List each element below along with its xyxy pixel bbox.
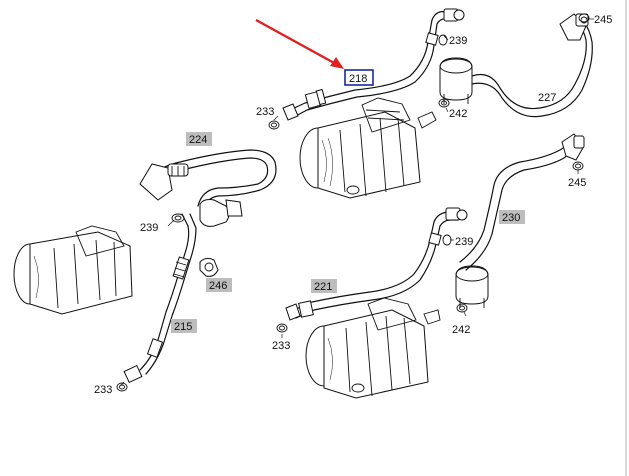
label-bg-215 xyxy=(171,319,197,333)
callout-246: 246 xyxy=(209,280,227,292)
callout-233-bottom: 233 xyxy=(94,384,112,396)
label-bg-221 xyxy=(311,279,337,293)
callout-245-top: 245 xyxy=(594,14,612,26)
callout-230: 230 xyxy=(502,212,520,224)
callout-239-top: 239 xyxy=(449,35,467,47)
compressor-top xyxy=(299,97,421,199)
receiver-drier-top xyxy=(439,57,473,104)
label-bg-246 xyxy=(206,278,232,292)
callout-221: 221 xyxy=(314,281,332,293)
highlight-box-218 xyxy=(344,69,374,86)
callout-218: 218 xyxy=(349,73,367,85)
callout-242-top: 242 xyxy=(449,108,467,120)
label-bg-230 xyxy=(499,210,525,224)
callout-233-top: 233 xyxy=(256,106,274,118)
callout-227: 227 xyxy=(538,92,556,104)
label-bg-224 xyxy=(186,132,212,146)
compressor-left xyxy=(13,225,133,315)
callout-215: 215 xyxy=(174,321,192,333)
callout-233-mid: 233 xyxy=(272,340,290,352)
callout-224: 224 xyxy=(189,134,207,146)
left-assembly xyxy=(13,149,277,392)
receiver-drier-bottom xyxy=(455,265,489,308)
callouts: 245 239 218 227 233 242 224 245 230 239 … xyxy=(94,14,612,396)
leader-lines xyxy=(119,18,594,387)
callout-245-mid: 245 xyxy=(568,177,586,189)
bottom-right-assembly xyxy=(276,133,585,399)
callout-242-bottom: 242 xyxy=(452,324,470,336)
compressor-bottom xyxy=(305,297,429,399)
callout-239-mid: 239 xyxy=(455,236,473,248)
pointer-arrow xyxy=(255,18,344,69)
top-right-assembly xyxy=(268,8,593,199)
callout-239-left: 239 xyxy=(140,222,158,234)
